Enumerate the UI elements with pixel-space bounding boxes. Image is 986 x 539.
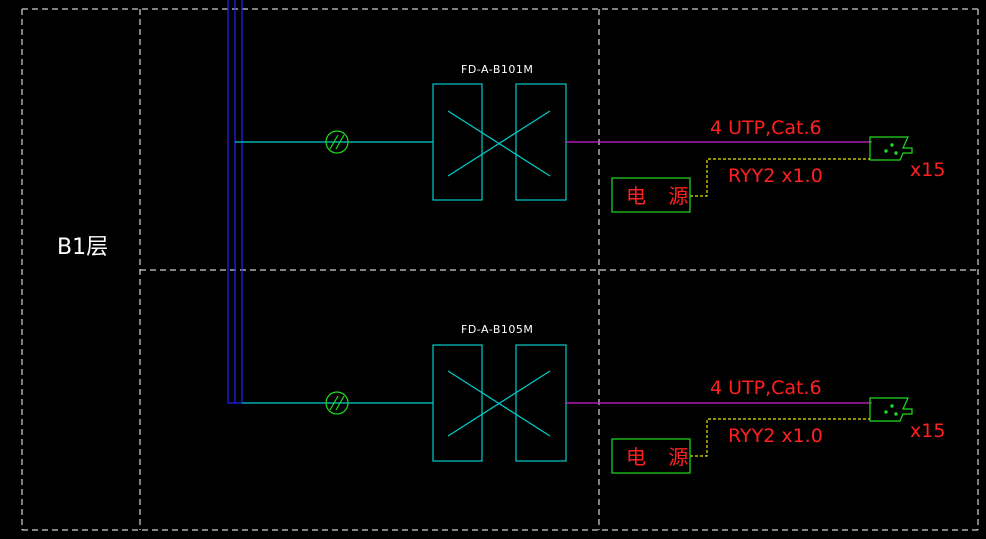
floor-label: B1层 (57, 235, 108, 260)
distribution-group-1: FD-A-B101M 4 UTP,Cat.6 x15 RYY2 x1.0 电 源 (235, 63, 945, 213)
power-supply-box (611, 177, 691, 213)
camera-icon (869, 397, 913, 422)
power-supply-label: 电 源 (626, 445, 696, 469)
panel-label: FD-A-B105M (461, 323, 533, 336)
fiber-break-icon (325, 130, 349, 154)
power-cable-label: RYY2 x1.0 (728, 165, 823, 187)
grid-frame (21, 8, 979, 531)
power-supply-label: 电 源 (626, 184, 696, 208)
utp-cable-label: 4 UTP,Cat.6 (710, 377, 822, 399)
power-cable (690, 418, 870, 457)
panel-label: FD-A-B101M (461, 63, 533, 76)
camera-count-label: x15 (910, 159, 945, 181)
power-cable (690, 158, 870, 197)
distribution-group-2: FD-A-B105M 4 UTP,Cat.6 x15 RYY2 x1.0 电 源 (242, 323, 945, 474)
fiber-break-icon (325, 391, 349, 415)
utp-cable-label: 4 UTP,Cat.6 (710, 117, 822, 139)
power-supply-box (611, 438, 691, 474)
power-cable-label: RYY2 x1.0 (728, 425, 823, 447)
riser-cables (227, 0, 243, 404)
camera-icon (869, 136, 913, 161)
camera-count-label: x15 (910, 420, 945, 442)
